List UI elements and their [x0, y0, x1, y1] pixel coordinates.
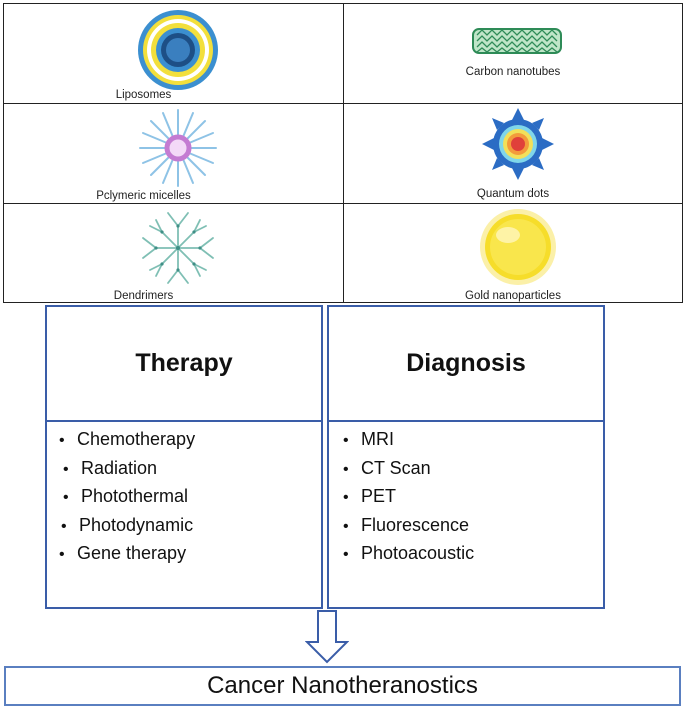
polymeric-micelle-icon	[139, 109, 217, 187]
therapy-list: Chemotherapy Radiation Photothermal Phot…	[59, 425, 195, 568]
cell-liposomes: Liposomes	[3, 3, 344, 104]
label-gold-nanoparticles: Gold nanoparticles	[465, 290, 561, 302]
liposome-icon	[138, 10, 218, 90]
label-liposomes: Liposomes	[115, 89, 172, 101]
diagnosis-item: CT Scan	[343, 454, 474, 483]
carbon-nanotube-icon	[472, 28, 562, 54]
cancer-nanotheranostics-box: Cancer Nanotheranostics	[4, 666, 681, 706]
therapy-item: Photodynamic	[61, 511, 195, 540]
label-dendrimers: Dendrimers	[113, 290, 174, 302]
therapy-title: Therapy	[47, 307, 321, 422]
nanoparticle-grid: Liposomes Carbon nanotubes	[3, 3, 683, 303]
diagnosis-panel: Diagnosis MRI CT Scan PET Fluorescence P…	[327, 305, 605, 609]
therapy-panel: Therapy Chemotherapy Radiation Photother…	[45, 305, 323, 609]
cell-gold-nanoparticles: Gold nanoparticles	[343, 203, 683, 303]
therapy-item: Radiation	[63, 454, 195, 483]
cell-quantum-dots: Quantum dots	[343, 103, 683, 204]
therapy-item: Photothermal	[63, 482, 195, 511]
therapy-item: Gene therapy	[59, 539, 195, 568]
therapy-item: Chemotherapy	[59, 425, 195, 454]
down-arrow-icon	[305, 610, 349, 664]
dendrimer-icon	[142, 212, 214, 284]
diagnosis-list: MRI CT Scan PET Fluorescence Photoacoust…	[343, 425, 474, 568]
cell-carbon-nanotubes: Carbon nanotubes	[343, 3, 683, 104]
diagnosis-item: MRI	[343, 425, 474, 454]
label-carbon-nanotubes: Carbon nanotubes	[465, 66, 561, 78]
cell-polymeric-micelles: Pclymeric micelles	[3, 103, 344, 204]
label-polymeric-micelles: Pclymeric micelles	[96, 190, 191, 202]
diagnosis-item: PET	[343, 482, 474, 511]
diagnosis-title: Diagnosis	[329, 307, 603, 422]
gold-nanoparticle-icon	[480, 209, 556, 285]
quantum-dot-icon	[482, 108, 554, 180]
cell-dendrimers: Dendrimers	[3, 203, 344, 303]
diagnosis-item: Fluorescence	[343, 511, 474, 540]
diagnosis-item: Photoacoustic	[343, 539, 474, 568]
label-quantum-dots: Quantum dots	[476, 188, 550, 200]
